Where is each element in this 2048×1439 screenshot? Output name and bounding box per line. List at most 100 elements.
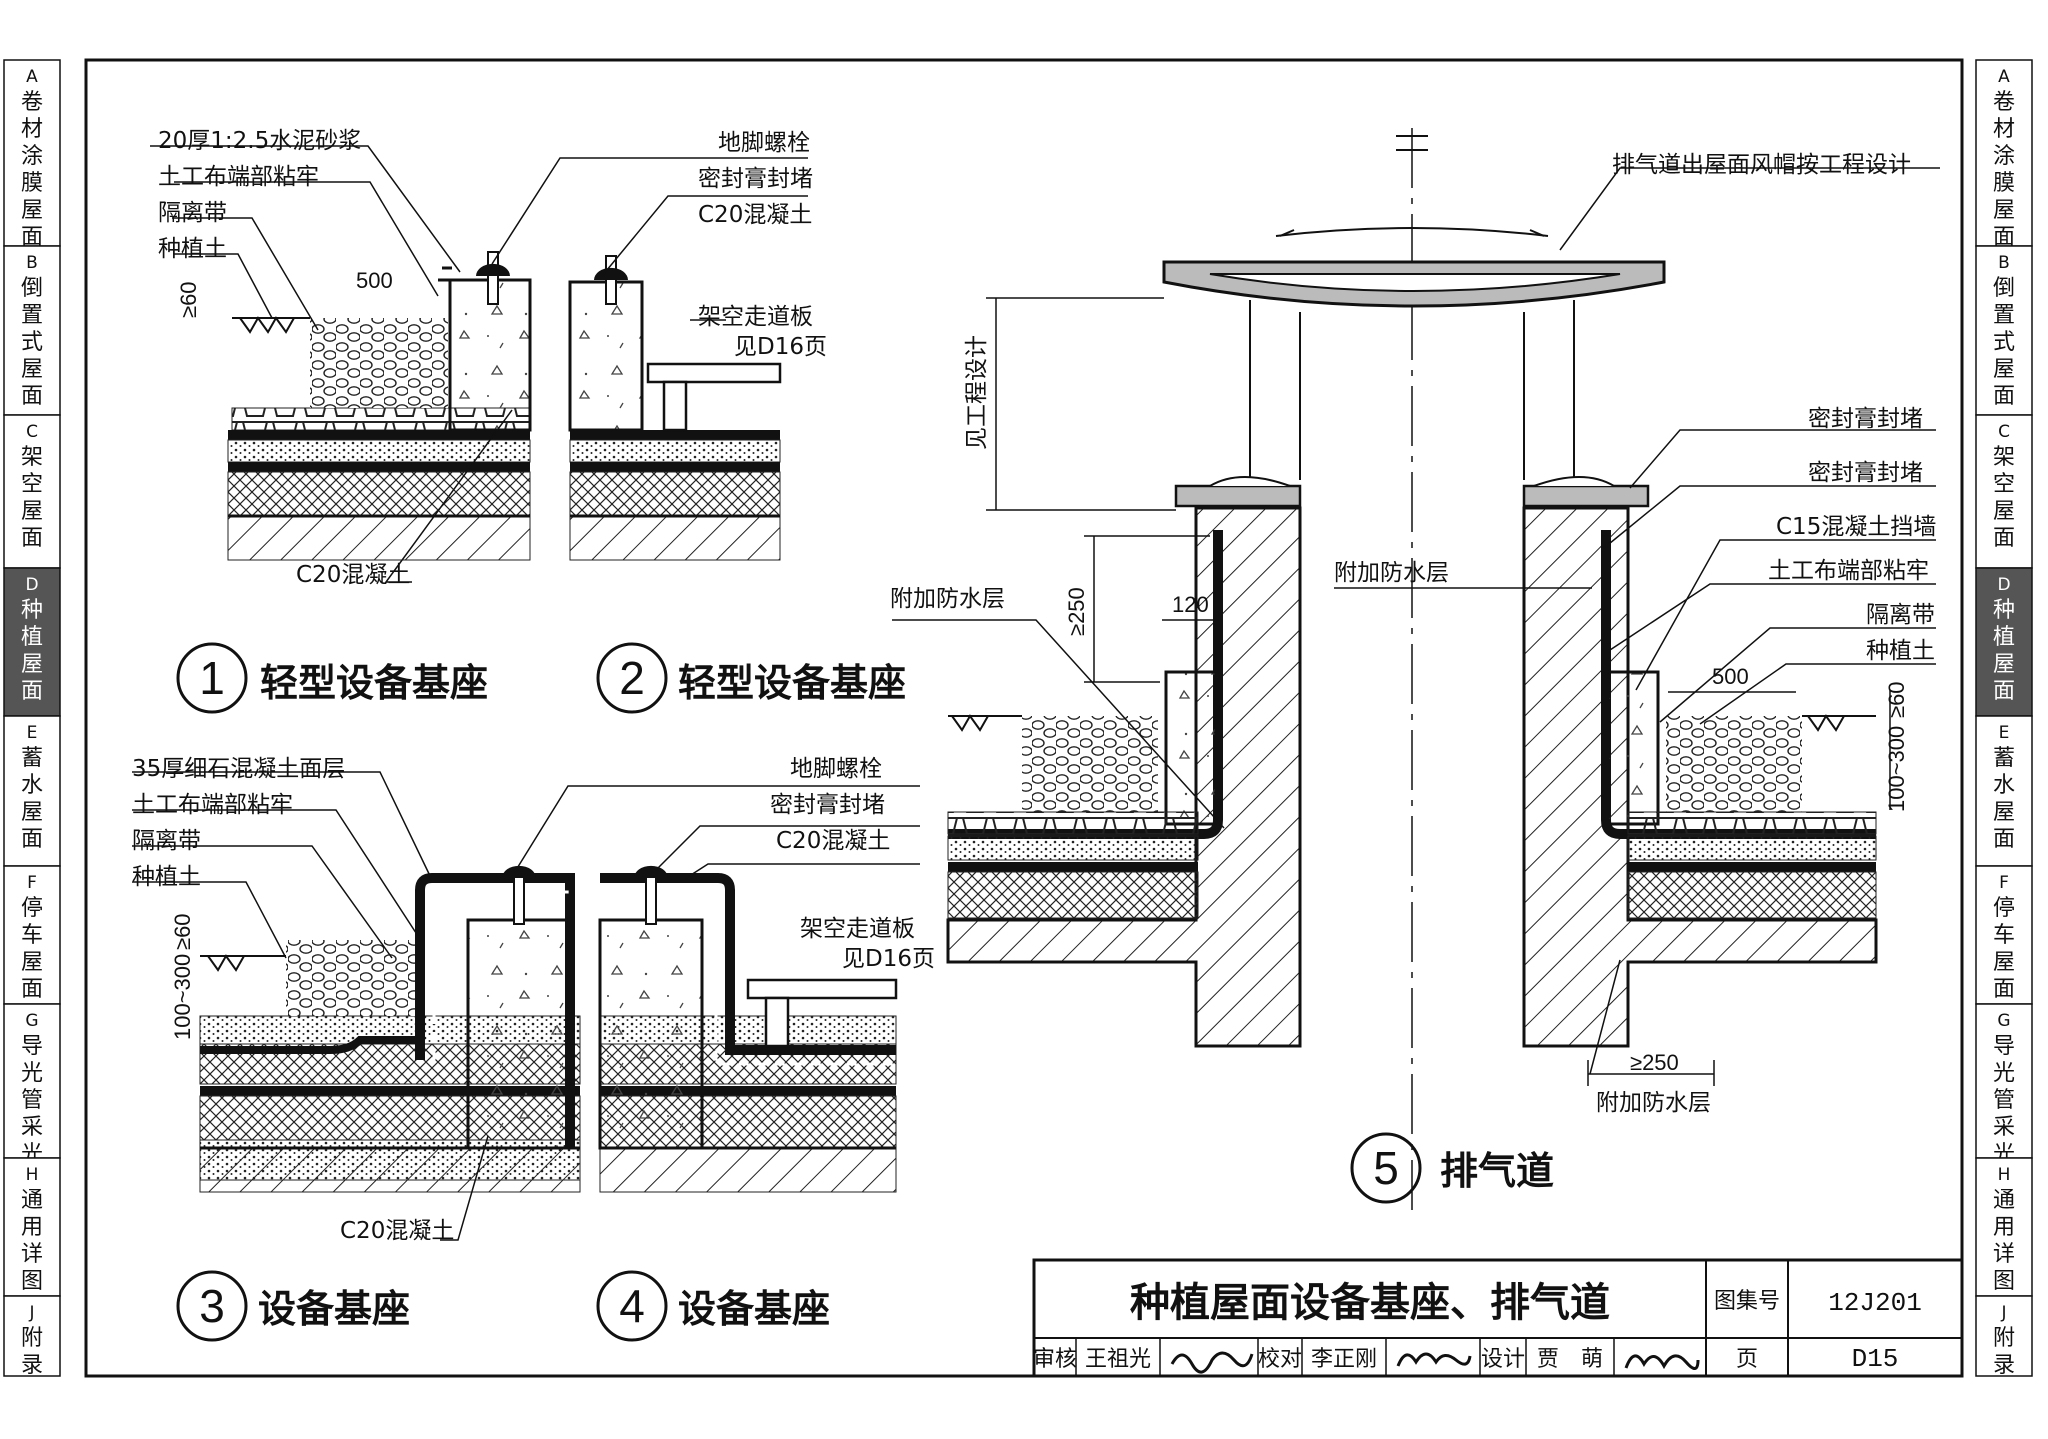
label-d3-isolation: 隔离带 bbox=[132, 828, 201, 854]
label-d5-extra-mid: 附加防水层 bbox=[1334, 560, 1449, 586]
side-tab-char: 车 bbox=[21, 923, 43, 948]
drawing-frame bbox=[84, 58, 1964, 1378]
side-tab-char: 材 bbox=[1993, 117, 2015, 142]
side-tab-char: 光 bbox=[1993, 1061, 2015, 1086]
side-tab-char: 面 bbox=[21, 679, 43, 704]
dim-d5-60: ≥60 bbox=[1884, 681, 1909, 718]
side-tab-char: F bbox=[27, 873, 37, 893]
dim-d1-500: 500 bbox=[356, 268, 393, 293]
atlas-number: 12J201 bbox=[1828, 1288, 1922, 1318]
title-block: 种植屋面设备基座、排气道 图集号 12J201 页 D15 审核 王祖光 校对 … bbox=[1032, 1258, 1964, 1378]
side-tab-char: 录 bbox=[1993, 1353, 2015, 1378]
review-label: 审核 bbox=[1033, 1347, 1077, 1372]
side-tab-char: B bbox=[26, 253, 38, 273]
side-tab-char: E bbox=[1999, 723, 2010, 743]
side-tab-char: 膜 bbox=[21, 171, 43, 196]
side-tab-char: 采 bbox=[21, 1115, 43, 1140]
side-tab-char: 停 bbox=[1993, 896, 2015, 921]
side-tab-char: 涂 bbox=[1993, 144, 2015, 169]
side-tab-char: 水 bbox=[1993, 773, 2015, 798]
detail-5-number: 5 bbox=[1373, 1142, 1399, 1194]
side-tab-char: 材 bbox=[21, 117, 43, 142]
review-signature bbox=[1170, 1351, 1254, 1374]
side-tab-char: 植 bbox=[21, 625, 43, 650]
side-tab-char: 膜 bbox=[1993, 171, 2015, 196]
side-tab-char: 导 bbox=[1993, 1034, 2015, 1059]
side-tab-char: 屋 bbox=[1993, 652, 2015, 677]
side-tab-char: 面 bbox=[21, 977, 43, 1002]
side-tab-char: 通 bbox=[21, 1188, 43, 1213]
side-tab-char: 管 bbox=[21, 1088, 43, 1113]
side-tab-char: 屋 bbox=[21, 499, 43, 524]
label-d4-see: 见D16页 bbox=[842, 946, 935, 972]
side-tab-char: E bbox=[27, 723, 38, 743]
detail-1-marker bbox=[176, 642, 248, 714]
detail-1-number: 1 bbox=[199, 652, 225, 704]
detail-4-number: 4 bbox=[619, 1280, 645, 1332]
detail-5-marker bbox=[1350, 1132, 1422, 1204]
side-tab-char: 屋 bbox=[21, 800, 43, 825]
page-number: D15 bbox=[1852, 1344, 1899, 1374]
label-d2-c20: C20混凝土 bbox=[698, 202, 812, 228]
side-tab-char: 空 bbox=[1993, 472, 2015, 497]
check-name: 李正刚 bbox=[1311, 1347, 1377, 1372]
label-d1-soil: 种植土 bbox=[158, 236, 227, 262]
side-tab-char: 录 bbox=[21, 1353, 43, 1378]
page-label: 页 bbox=[1736, 1347, 1758, 1372]
dim-d5-120: 120 bbox=[1172, 592, 1209, 617]
side-tab-char: 详 bbox=[1993, 1242, 2015, 1267]
detail-3-marker bbox=[176, 1270, 248, 1342]
side-tab-char: G bbox=[25, 1011, 38, 1031]
detail-3-number: 3 bbox=[199, 1280, 225, 1332]
side-tab-char: 倒 bbox=[21, 276, 43, 301]
side-tab-char: G bbox=[1997, 1011, 2010, 1031]
side-tab-char: 倒 bbox=[1993, 276, 2015, 301]
label-d2-bolt: 地脚螺栓 bbox=[718, 130, 810, 156]
side-tab-char: A bbox=[26, 67, 38, 87]
dim-d5-range: 100~300 bbox=[1884, 726, 1909, 812]
side-tab-char: 式 bbox=[1993, 330, 2015, 355]
side-tab-char: 光 bbox=[21, 1061, 43, 1086]
label-d5-see-design: 见工程设计 bbox=[964, 335, 990, 450]
label-d3-c20: C20混凝土 bbox=[340, 1218, 454, 1244]
side-tab-char: 管 bbox=[1993, 1088, 2015, 1113]
label-d5-sealant-1: 密封膏封堵 bbox=[1808, 406, 1923, 432]
dim-d5-250a: ≥250 bbox=[1064, 587, 1089, 636]
detail-4-marker bbox=[596, 1270, 668, 1342]
atlas-label: 图集号 bbox=[1714, 1289, 1780, 1314]
side-tab-char: 通 bbox=[1993, 1188, 2015, 1213]
side-tab-char: 置 bbox=[21, 303, 43, 328]
detail-2-caption: 轻型设备基座 bbox=[678, 661, 906, 705]
side-tab-char: 蓄 bbox=[21, 746, 43, 771]
side-tab-char: 面 bbox=[1993, 526, 2015, 551]
side-tab-char: C bbox=[26, 422, 38, 442]
side-tab-char: 架 bbox=[1993, 445, 2015, 470]
side-tab-j[interactable]: J附录 bbox=[3, 1295, 61, 1378]
side-tab-char: 屋 bbox=[1993, 198, 2015, 223]
label-d1-isolation: 隔离带 bbox=[158, 200, 227, 226]
side-tab-char: 图 bbox=[21, 1269, 43, 1294]
label-d4-bolt: 地脚螺栓 bbox=[790, 756, 882, 782]
side-tab-char: 卷 bbox=[21, 90, 43, 115]
side-tab-char: 置 bbox=[1993, 303, 2015, 328]
side-tab-j[interactable]: J附录 bbox=[1975, 1295, 2033, 1378]
label-d5-extra-left: 附加防水层 bbox=[890, 586, 1005, 612]
label-d3-soil: 种植土 bbox=[132, 864, 201, 890]
side-tab-char: 采 bbox=[1993, 1115, 2015, 1140]
